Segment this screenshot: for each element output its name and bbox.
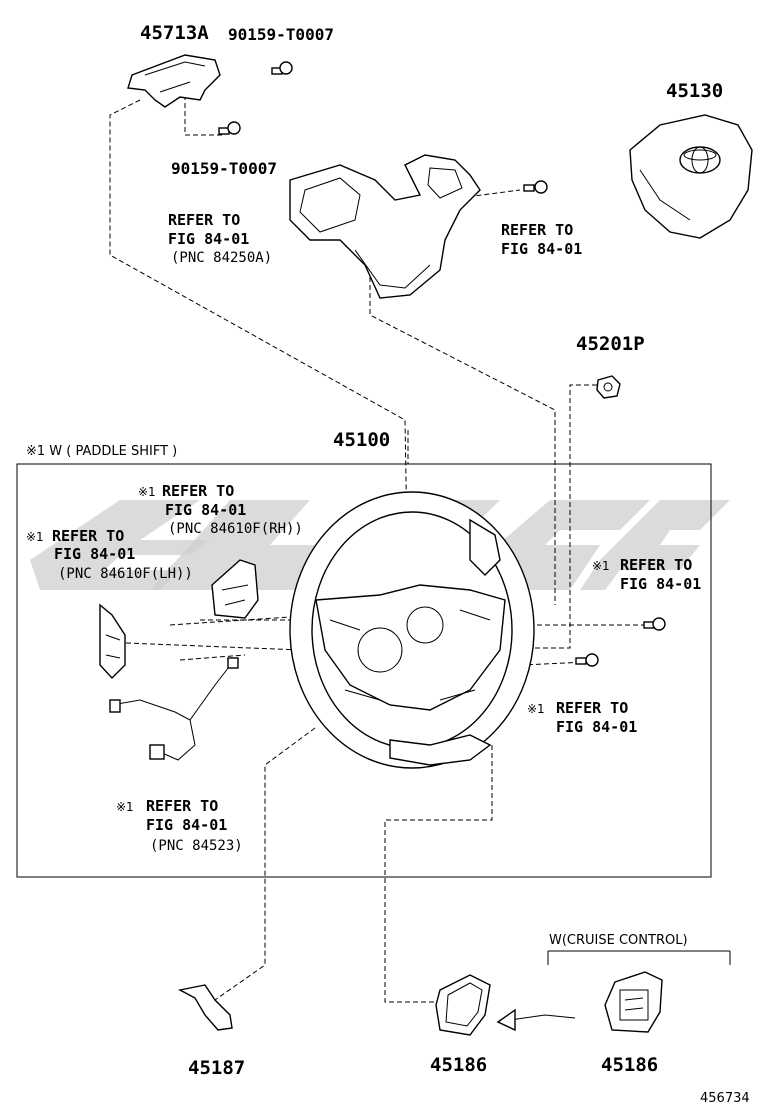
refer-screw-right: ※1 REFER TO FIG 84-01 — [592, 556, 701, 593]
harness-drawing — [109, 657, 239, 761]
svg-text:REFER TO: REFER TO — [556, 699, 628, 717]
svg-text:FIG 84-01: FIG 84-01 — [54, 545, 135, 563]
svg-text:REFER TO: REFER TO — [52, 527, 124, 545]
svg-text:REFER TO: REFER TO — [146, 797, 218, 815]
refer-pad-lh: REFER TO FIG 84-01 (PNC 84250A) — [168, 211, 272, 266]
part-number-45186-right: 45186 — [601, 1054, 658, 1076]
part-number-45100: 45100 — [333, 429, 390, 451]
part-number-45201P: 45201P — [576, 333, 645, 355]
refer-harness: ※1 REFER TO FIG 84-01 (PNC 84523) — [116, 797, 243, 854]
part-number-90159-mid: 90159-T0007 — [171, 159, 277, 178]
svg-text:FIG 84-01: FIG 84-01 — [501, 240, 582, 258]
paddle-shift-frame — [16, 463, 712, 878]
svg-text:(PNC 84523): (PNC 84523) — [150, 838, 243, 854]
svg-text:(PNC 84610F(LH)): (PNC 84610F(LH)) — [58, 566, 193, 582]
figure-number: 456734 — [700, 1091, 750, 1106]
part-number-90159-top: 90159-T0007 — [228, 25, 334, 44]
svg-text:(PNC 84610F(RH)): (PNC 84610F(RH)) — [168, 521, 303, 537]
steering-wheel-45100-drawing — [289, 491, 535, 769]
refer-paddle-rh: ※1 REFER TO FIG 84-01 (PNC 84610F(RH)) — [138, 482, 303, 537]
svg-text:REFER TO: REFER TO — [620, 556, 692, 574]
caption-cruise-control: W(CRUISE CONTROL) — [549, 933, 688, 948]
screw-low-icon — [575, 653, 599, 667]
part-number-45186-left: 45186 — [430, 1054, 487, 1076]
svg-text:※1: ※1 — [138, 485, 156, 499]
bracket-45713A-drawing — [127, 54, 221, 108]
part-number-45130: 45130 — [666, 80, 723, 102]
nut-45201P-icon — [596, 375, 621, 399]
svg-text:※1: ※1 — [592, 559, 610, 573]
caption-paddle-shift: ※1 W ( PADDLE SHIFT ) — [26, 444, 177, 459]
replace-arrow-icon — [496, 1008, 576, 1032]
cover-45186-left-drawing — [435, 974, 491, 1036]
cover-45187-drawing — [177, 984, 233, 1031]
refer-pad-rh: REFER TO FIG 84-01 — [501, 221, 582, 258]
svg-text:FIG 84-01: FIG 84-01 — [146, 816, 227, 834]
svg-text:FIG 84-01: FIG 84-01 — [165, 501, 246, 519]
refer-screw-low: ※1 REFER TO FIG 84-01 — [527, 699, 637, 736]
svg-text:REFER TO: REFER TO — [162, 482, 234, 500]
screw-cover-icon — [523, 180, 548, 194]
lower-cover-drawing — [289, 154, 481, 299]
cover-45186-right-drawing — [604, 971, 663, 1033]
part-number-45187: 45187 — [188, 1057, 245, 1079]
svg-text:※1: ※1 — [527, 702, 545, 716]
svg-text:REFER TO: REFER TO — [168, 211, 240, 229]
airbag-45130-drawing — [629, 114, 753, 239]
svg-text:FIG 84-01: FIG 84-01 — [620, 575, 701, 593]
svg-text:(PNC 84250A): (PNC 84250A) — [171, 250, 272, 266]
svg-text:※1: ※1 — [26, 530, 44, 544]
svg-text:※1: ※1 — [116, 800, 134, 814]
refer-paddle-lh: ※1 REFER TO FIG 84-01 (PNC 84610F(LH)) — [26, 527, 193, 582]
paddle-rh-drawing — [211, 559, 259, 619]
svg-text:FIG 84-01: FIG 84-01 — [168, 230, 249, 248]
part-number-45713A: 45713A — [140, 22, 209, 44]
cruise-control-bracket — [547, 950, 731, 965]
screw-top-icon — [271, 61, 293, 75]
screw-right-icon — [643, 617, 666, 631]
svg-text:FIG 84-01: FIG 84-01 — [556, 718, 637, 736]
svg-text:REFER TO: REFER TO — [501, 221, 573, 239]
paddle-lh-drawing — [99, 603, 126, 680]
screw-mid-icon — [218, 121, 241, 135]
